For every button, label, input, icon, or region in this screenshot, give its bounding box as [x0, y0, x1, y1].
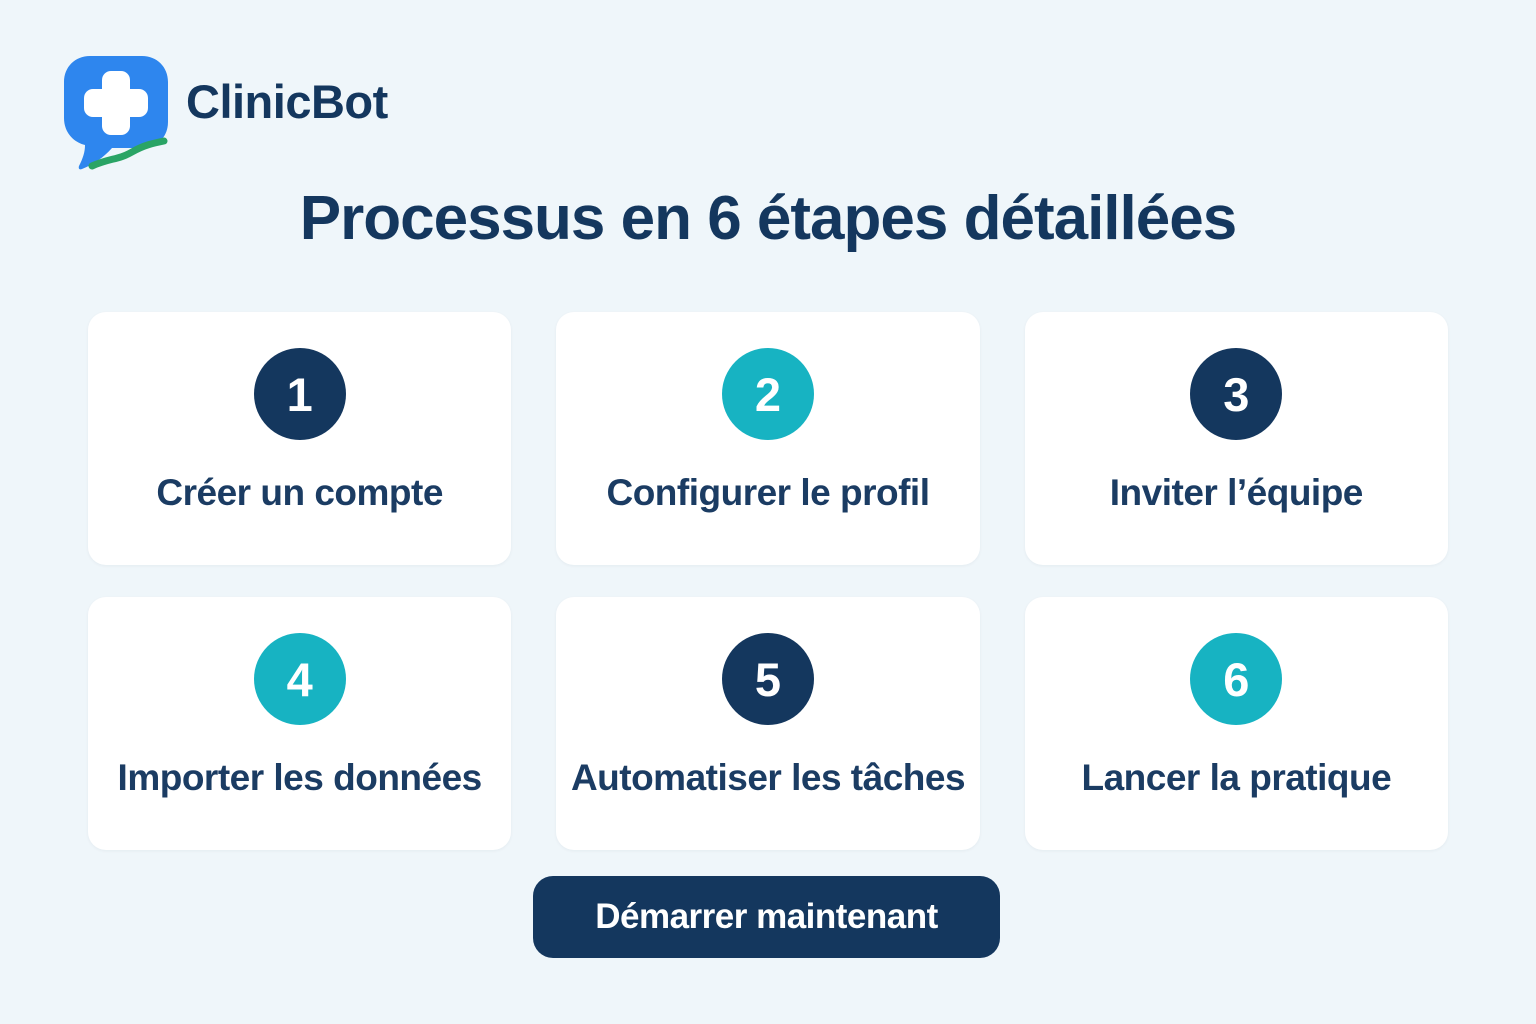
step-number-badge: 1 [253, 348, 346, 440]
brand-name: ClinicBot [186, 75, 388, 128]
step-number-badge: 4 [253, 633, 346, 725]
step-number-badge: 3 [1190, 348, 1283, 440]
medical-cross-speech-bubble-icon [56, 56, 178, 180]
step-number-badge: 5 [721, 633, 814, 725]
step-label: Automatiser les tâches [570, 757, 966, 798]
step-card-6: 6 Lancer la pratique [1024, 597, 1448, 850]
step-label: Configurer le profil [606, 472, 930, 513]
start-now-button[interactable]: Démarrer maintenant [533, 876, 1000, 958]
clinicbot-logo [56, 50, 178, 176]
step-card-4: 4 Importer les données [88, 597, 512, 850]
step-card-3: 3 Inviter l’équipe [1024, 312, 1448, 565]
page-title: Processus en 6 étapes détaillées [299, 184, 1237, 253]
step-card-1: 1 Créer un compte [88, 312, 512, 565]
step-label: Lancer la pratique [1081, 757, 1392, 798]
step-card-2: 2 Configurer le profil [556, 312, 980, 565]
step-label: Inviter l’équipe [1109, 472, 1364, 513]
step-card-5: 5 Automatiser les tâches [556, 597, 980, 850]
step-label: Créer un compte [156, 472, 443, 513]
step-number-badge: 2 [721, 348, 814, 440]
steps-grid: 1 Créer un compte 2 Configurer le profil… [88, 312, 1448, 850]
step-label: Importer les données [117, 757, 483, 798]
step-number-badge: 6 [1190, 633, 1283, 725]
